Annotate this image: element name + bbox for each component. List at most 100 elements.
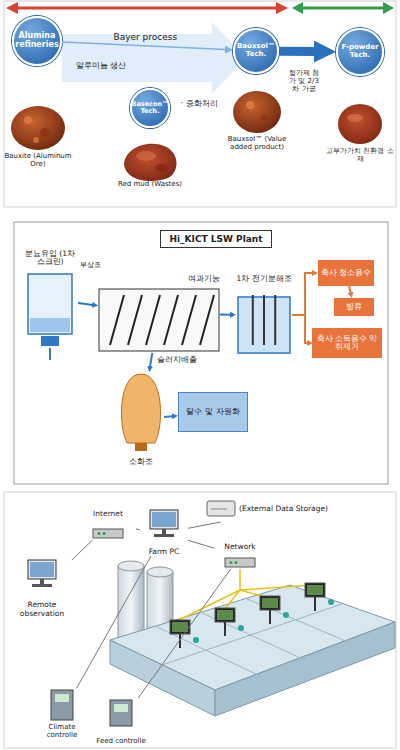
remote-computer: Remote observation bbox=[12, 560, 72, 618]
bauxsol-photo bbox=[233, 91, 281, 133]
silo bbox=[147, 567, 173, 577]
node-text: Network bbox=[224, 543, 255, 551]
red-mud-photo bbox=[124, 144, 177, 181]
panel-frame bbox=[4, 492, 396, 748]
connector bbox=[220, 314, 231, 316]
red-mud-photo bbox=[155, 164, 169, 172]
remote-computer-outline bbox=[28, 560, 56, 579]
node-text: 여과기능 bbox=[188, 275, 220, 284]
barn-monitor bbox=[172, 622, 188, 632]
climate-controller-outline bbox=[55, 694, 69, 702]
barn-monitor bbox=[307, 585, 323, 595]
internet-router-outline bbox=[98, 532, 101, 535]
output-box: 축사 청소용수 bbox=[318, 260, 374, 286]
plant-title-box: Hi_KICT LSW Plant bbox=[160, 230, 272, 248]
process-circle: F-powder Tech. bbox=[336, 28, 384, 76]
node-text: 1차 전기분해조 bbox=[236, 275, 291, 283]
sensor-pin bbox=[328, 599, 334, 605]
barn-monitor bbox=[262, 598, 278, 608]
internet-router: Internet bbox=[80, 510, 136, 540]
node-text: Alumina refineries bbox=[15, 32, 58, 50]
unit-label: 부상조 bbox=[78, 262, 102, 270]
barn-monitor bbox=[224, 622, 226, 636]
barn-monitor bbox=[260, 596, 280, 610]
node-text: F-powder Tech. bbox=[341, 44, 379, 60]
node-text: 축사 청소용수 bbox=[321, 269, 371, 277]
bauxsol-photo bbox=[233, 91, 281, 133]
photo-caption: 고부가가치 친환경 소재 bbox=[326, 148, 394, 164]
red-mud-photo bbox=[136, 151, 156, 161]
node-text: Climate controlle bbox=[36, 724, 88, 740]
process-span-arrow bbox=[6, 2, 288, 14]
barn-building bbox=[110, 585, 395, 716]
feed-controller: Feed controlle bbox=[96, 698, 146, 746]
node-text: Farm PC bbox=[149, 548, 180, 556]
node-text: 축사 소독용수 악취제거 bbox=[313, 335, 381, 352]
connector bbox=[292, 273, 313, 315]
output-box: 방류 bbox=[334, 298, 374, 316]
inlet-tank-outline bbox=[28, 274, 72, 334]
product-span-arrow bbox=[292, 2, 303, 14]
node-text: (External Data Storage) bbox=[239, 505, 328, 513]
edge-label: Bayer process bbox=[113, 32, 177, 42]
electrolysis-tank-outline bbox=[236, 275, 292, 355]
connector bbox=[72, 540, 93, 560]
filter-unit-outline bbox=[200, 295, 214, 345]
f-powder-photo bbox=[338, 104, 382, 144]
electrolysis-tank: 1차 전기분해조 bbox=[236, 275, 292, 355]
photo-caption: Red mud (Wastes) bbox=[114, 181, 186, 189]
internet-router-outline bbox=[103, 532, 106, 535]
product-span-arrow bbox=[292, 2, 394, 14]
inlet-tank-outline bbox=[30, 318, 70, 332]
process-note: 알루미늄 생산 bbox=[70, 62, 132, 71]
connector bbox=[136, 529, 140, 531]
dewatering-box: 탈수 및 자원화 bbox=[178, 392, 248, 432]
bauxsol-photo bbox=[261, 115, 267, 121]
bauxite-photo bbox=[47, 115, 53, 121]
bauxite-photo bbox=[40, 128, 50, 138]
flow-band bbox=[62, 22, 246, 94]
panel-frame bbox=[14, 222, 388, 484]
connector bbox=[279, 47, 316, 56]
remote-computer-outline bbox=[30, 562, 54, 577]
barn-monitor bbox=[217, 610, 233, 620]
barn-monitor bbox=[305, 583, 325, 597]
panel-frame bbox=[4, 1, 396, 207]
panel-frame bbox=[14, 222, 388, 484]
photo-caption: Bauxsol™ (Value added product) bbox=[218, 136, 296, 152]
f-powder-photo bbox=[338, 104, 382, 144]
bauxite-photo bbox=[33, 137, 39, 143]
node-text: Internet bbox=[93, 510, 123, 518]
sensor-wire bbox=[224, 590, 240, 610]
filter-unit: 여과기능 bbox=[98, 275, 220, 353]
network-switch-outline bbox=[225, 558, 255, 567]
network-switch: Network bbox=[214, 543, 266, 569]
sensor-pin bbox=[283, 612, 289, 618]
barn-building bbox=[215, 622, 395, 716]
node-text: Remote observation bbox=[12, 601, 72, 618]
node-text: 분뇨유입 (1차스크린) bbox=[22, 250, 78, 267]
electrolysis-tank-outline bbox=[263, 295, 265, 345]
panel-frame bbox=[4, 1, 396, 207]
barn-monitor bbox=[314, 597, 316, 611]
barn-building bbox=[162, 604, 342, 665]
node-text: 소화조 bbox=[129, 458, 153, 467]
node-text: 탈수 및 자원화 bbox=[186, 408, 239, 417]
bauxite-photo bbox=[11, 106, 65, 150]
electrolysis-tank-outline bbox=[252, 295, 254, 345]
digester-tank-outline bbox=[135, 443, 147, 451]
pipe bbox=[49, 348, 51, 360]
node-text: Basecon™ Tech. bbox=[131, 101, 168, 116]
product-span-arrow bbox=[383, 2, 394, 14]
filter-unit-outline bbox=[182, 295, 196, 345]
inlet-tank-outline bbox=[41, 336, 59, 346]
farm-pc-outline bbox=[150, 510, 178, 529]
feed-controller-outline bbox=[110, 700, 132, 726]
red-mud-photo bbox=[124, 144, 177, 181]
panel-frame bbox=[4, 492, 396, 748]
connector bbox=[62, 42, 226, 50]
farm-pc-outline bbox=[154, 534, 174, 537]
process-span-arrow bbox=[276, 2, 288, 14]
node-text: 방류 bbox=[346, 303, 362, 311]
bauxite-photo bbox=[11, 106, 65, 150]
